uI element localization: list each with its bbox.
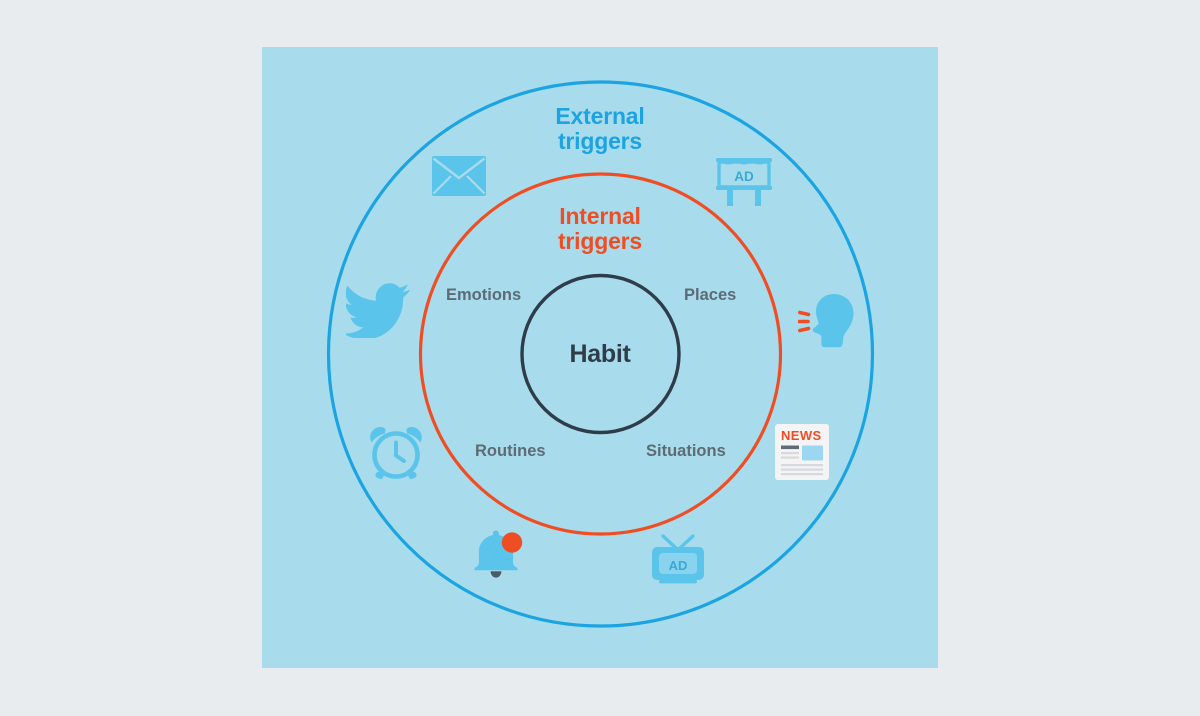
inner-ring-internal xyxy=(418,172,783,536)
envelope-icon xyxy=(432,156,486,196)
alarm-clock-icon xyxy=(369,424,423,480)
center-label-habit: Habit xyxy=(569,340,631,368)
twitter-bird-icon xyxy=(343,282,410,340)
newspaper-icon: NEWS xyxy=(775,422,829,482)
diagram-panel xyxy=(262,47,938,668)
billboard-ad-text: AD xyxy=(734,169,754,184)
quadrant-label-places: Places xyxy=(684,286,737,304)
tv-ad-icon: AD xyxy=(650,534,706,586)
newspaper-masthead-text: NEWS xyxy=(781,428,822,443)
tv-ad-text: AD xyxy=(669,558,688,573)
internal-triggers-title: Internal triggers xyxy=(557,203,643,254)
quadrant-label-routines: Routines xyxy=(475,442,546,460)
quadrant-label-emotions: Emotions xyxy=(446,286,522,304)
outer-ring-external xyxy=(326,80,875,628)
billboard-ad-icon: AD xyxy=(714,150,774,206)
notification-bell-icon xyxy=(470,530,524,582)
external-triggers-title: External triggers xyxy=(555,103,645,154)
quadrant-label-situations: Situations xyxy=(646,442,726,460)
speaking-head-icon xyxy=(797,292,856,350)
center-ring-habit xyxy=(520,273,681,435)
